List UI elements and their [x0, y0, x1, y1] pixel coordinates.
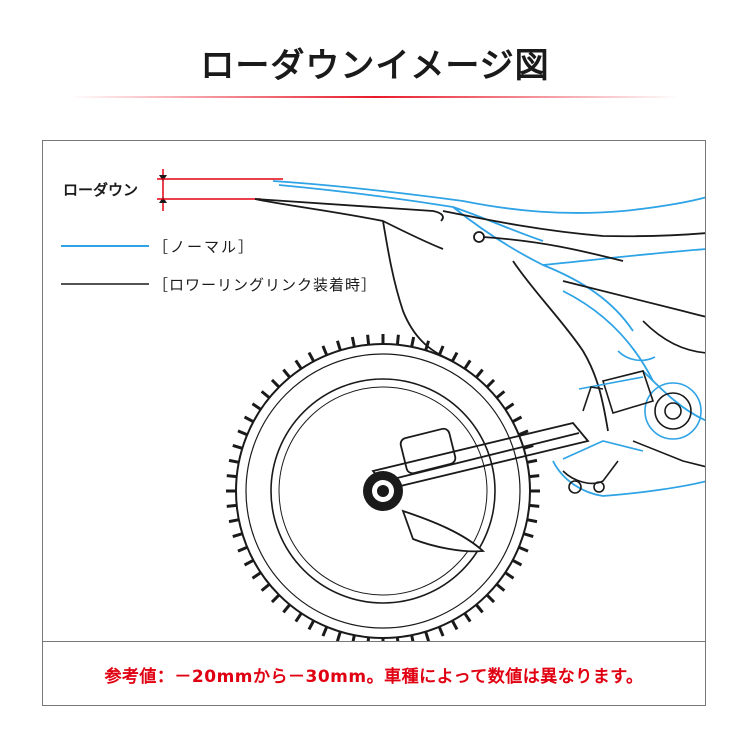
tire-knob: [529, 503, 540, 508]
tire-knob: [226, 474, 237, 479]
lowdown-label: ローダウン: [63, 181, 139, 199]
tire-knob: [260, 583, 271, 592]
tire-knob: [485, 593, 496, 604]
page-title: ローダウンイメージ図: [200, 46, 550, 86]
tire-knob: [475, 603, 484, 614]
tire-knob: [504, 571, 515, 580]
reference-note: 参考値：－20mmから－30mm。車種によって数値は異なります。: [43, 641, 705, 705]
tire-knob: [307, 351, 316, 363]
tire-knob: [270, 593, 281, 604]
legend-lowered-label: ［ロワーリングリンク装着時］: [153, 276, 378, 294]
tire-knob: [518, 545, 529, 553]
tire-knob: [294, 612, 303, 623]
tire-knob: [523, 532, 534, 539]
tire-knob: [321, 345, 329, 356]
tire-knob: [529, 474, 540, 479]
tire-knob: [410, 336, 416, 348]
tire-knob: [424, 631, 431, 642]
tire-knob: [437, 345, 445, 356]
tire-knob: [282, 368, 291, 379]
tire-knob: [518, 429, 529, 437]
tire-knob: [270, 378, 281, 389]
diagram-frame: ローダウン ［ノーマル］ ［ロワーリングリンク装着時］ 参考値：－20mmから－…: [42, 140, 706, 706]
tire-knob: [321, 626, 329, 637]
tire-knob: [511, 558, 523, 567]
tire-knob: [463, 612, 472, 623]
lowered-outline: [254, 198, 705, 432]
normal-outline: [272, 180, 705, 497]
tire-knob: [437, 626, 445, 637]
tire-knob: [450, 351, 459, 363]
rear-caliper: [401, 509, 486, 553]
tire-knob: [366, 334, 371, 345]
tire-knob: [350, 336, 356, 348]
tire-knob: [395, 334, 400, 345]
tire-knob: [243, 415, 255, 424]
tire-knob: [450, 619, 459, 631]
tire-knob: [228, 458, 240, 464]
tire-knob: [335, 340, 342, 351]
tire-knob: [335, 631, 342, 642]
rear-wheel: [226, 334, 540, 648]
tire-knob: [226, 503, 237, 508]
tire-knob: [260, 390, 271, 399]
reference-note-text: 参考値：－20mmから－30mm。車種によって数値は異なります。: [104, 666, 644, 687]
legend-normal-label: ［ノーマル］: [153, 238, 256, 256]
tire-knob: [294, 359, 303, 370]
tire-knob: [237, 545, 248, 553]
tire-knob: [251, 571, 262, 580]
tire-knob: [237, 429, 248, 437]
tire-knob: [495, 583, 506, 592]
tire-knob: [526, 458, 538, 464]
tire-knob: [307, 619, 316, 631]
tire-knob: [228, 518, 240, 524]
tire-knob: [485, 378, 496, 389]
tire-knob: [424, 340, 431, 351]
tire-knob: [232, 443, 243, 450]
tire-knob: [504, 402, 515, 411]
tire-knob: [523, 443, 534, 450]
title-underline: [70, 96, 680, 98]
tire-knob: [495, 390, 506, 399]
tire-knob: [251, 402, 262, 411]
tire-knob: [463, 359, 472, 370]
tire-knob: [243, 558, 255, 567]
motorcycle-diagram: [61, 169, 705, 648]
engine-area: [562, 320, 705, 494]
tire-knob: [232, 532, 243, 539]
tire-knob: [475, 368, 484, 379]
tire-knob: [526, 518, 538, 524]
lowdown-marker: [157, 169, 283, 211]
tire-knob: [282, 603, 291, 614]
tire-knob: [511, 415, 523, 424]
